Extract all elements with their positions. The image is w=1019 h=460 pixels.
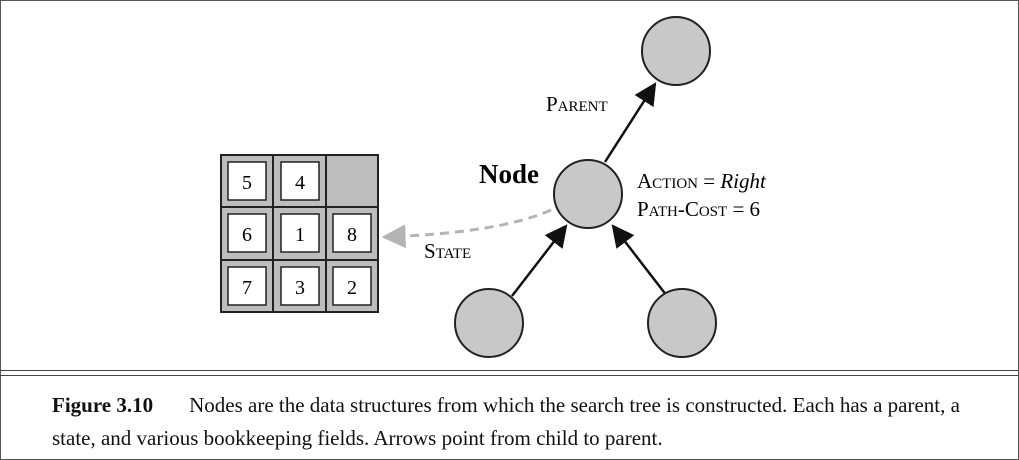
action-value: Right xyxy=(719,169,767,193)
child-right-edge-arrow xyxy=(611,224,668,297)
parent-label: Parent xyxy=(546,92,608,116)
node-diagram: 5 4 6 1 8 7 3 2 Parent Node Action = Rig… xyxy=(220,16,767,358)
tile-number: 2 xyxy=(347,277,357,299)
figure-number: Figure 3.10 xyxy=(52,393,154,417)
path-cost-value: 6 xyxy=(750,197,761,221)
state-pointer-arrow xyxy=(381,208,552,249)
puzzle-state-grid: 5 4 6 1 8 7 3 2 xyxy=(220,154,379,313)
tile xyxy=(332,266,372,306)
tile xyxy=(227,161,267,201)
action-field: Action = Right xyxy=(637,169,767,193)
tile xyxy=(227,213,267,253)
equals-sign: = xyxy=(698,169,720,193)
caption-text: Nodes are the data structures from which… xyxy=(52,393,960,450)
parent-node xyxy=(641,16,711,86)
tile-number: 1 xyxy=(295,224,305,246)
tile xyxy=(227,266,267,306)
action-key: Action xyxy=(637,169,698,193)
caption-divider-bottom xyxy=(0,375,1019,376)
path-cost-key: Path-Cost xyxy=(637,197,727,221)
tile-number: 4 xyxy=(295,172,305,194)
tile xyxy=(332,213,372,253)
node-label: Node xyxy=(479,159,539,189)
tile xyxy=(280,213,320,253)
equals-sign: = xyxy=(727,197,749,221)
parent-edge-arrow xyxy=(603,82,657,163)
caption-divider-top xyxy=(0,370,1019,371)
child-left-edge-arrow xyxy=(511,224,568,297)
path-cost-field: Path-Cost = 6 xyxy=(637,197,760,221)
tile-number: 3 xyxy=(295,277,305,299)
tile-number: 7 xyxy=(242,277,252,299)
tile xyxy=(280,161,320,201)
tile xyxy=(280,266,320,306)
tile-number: 6 xyxy=(242,224,252,246)
state-label: State xyxy=(424,239,471,263)
child-node-left xyxy=(454,288,524,358)
current-node xyxy=(553,159,623,229)
child-node-right xyxy=(647,288,717,358)
tile-number: 5 xyxy=(242,172,252,194)
tile-number: 8 xyxy=(347,224,357,246)
